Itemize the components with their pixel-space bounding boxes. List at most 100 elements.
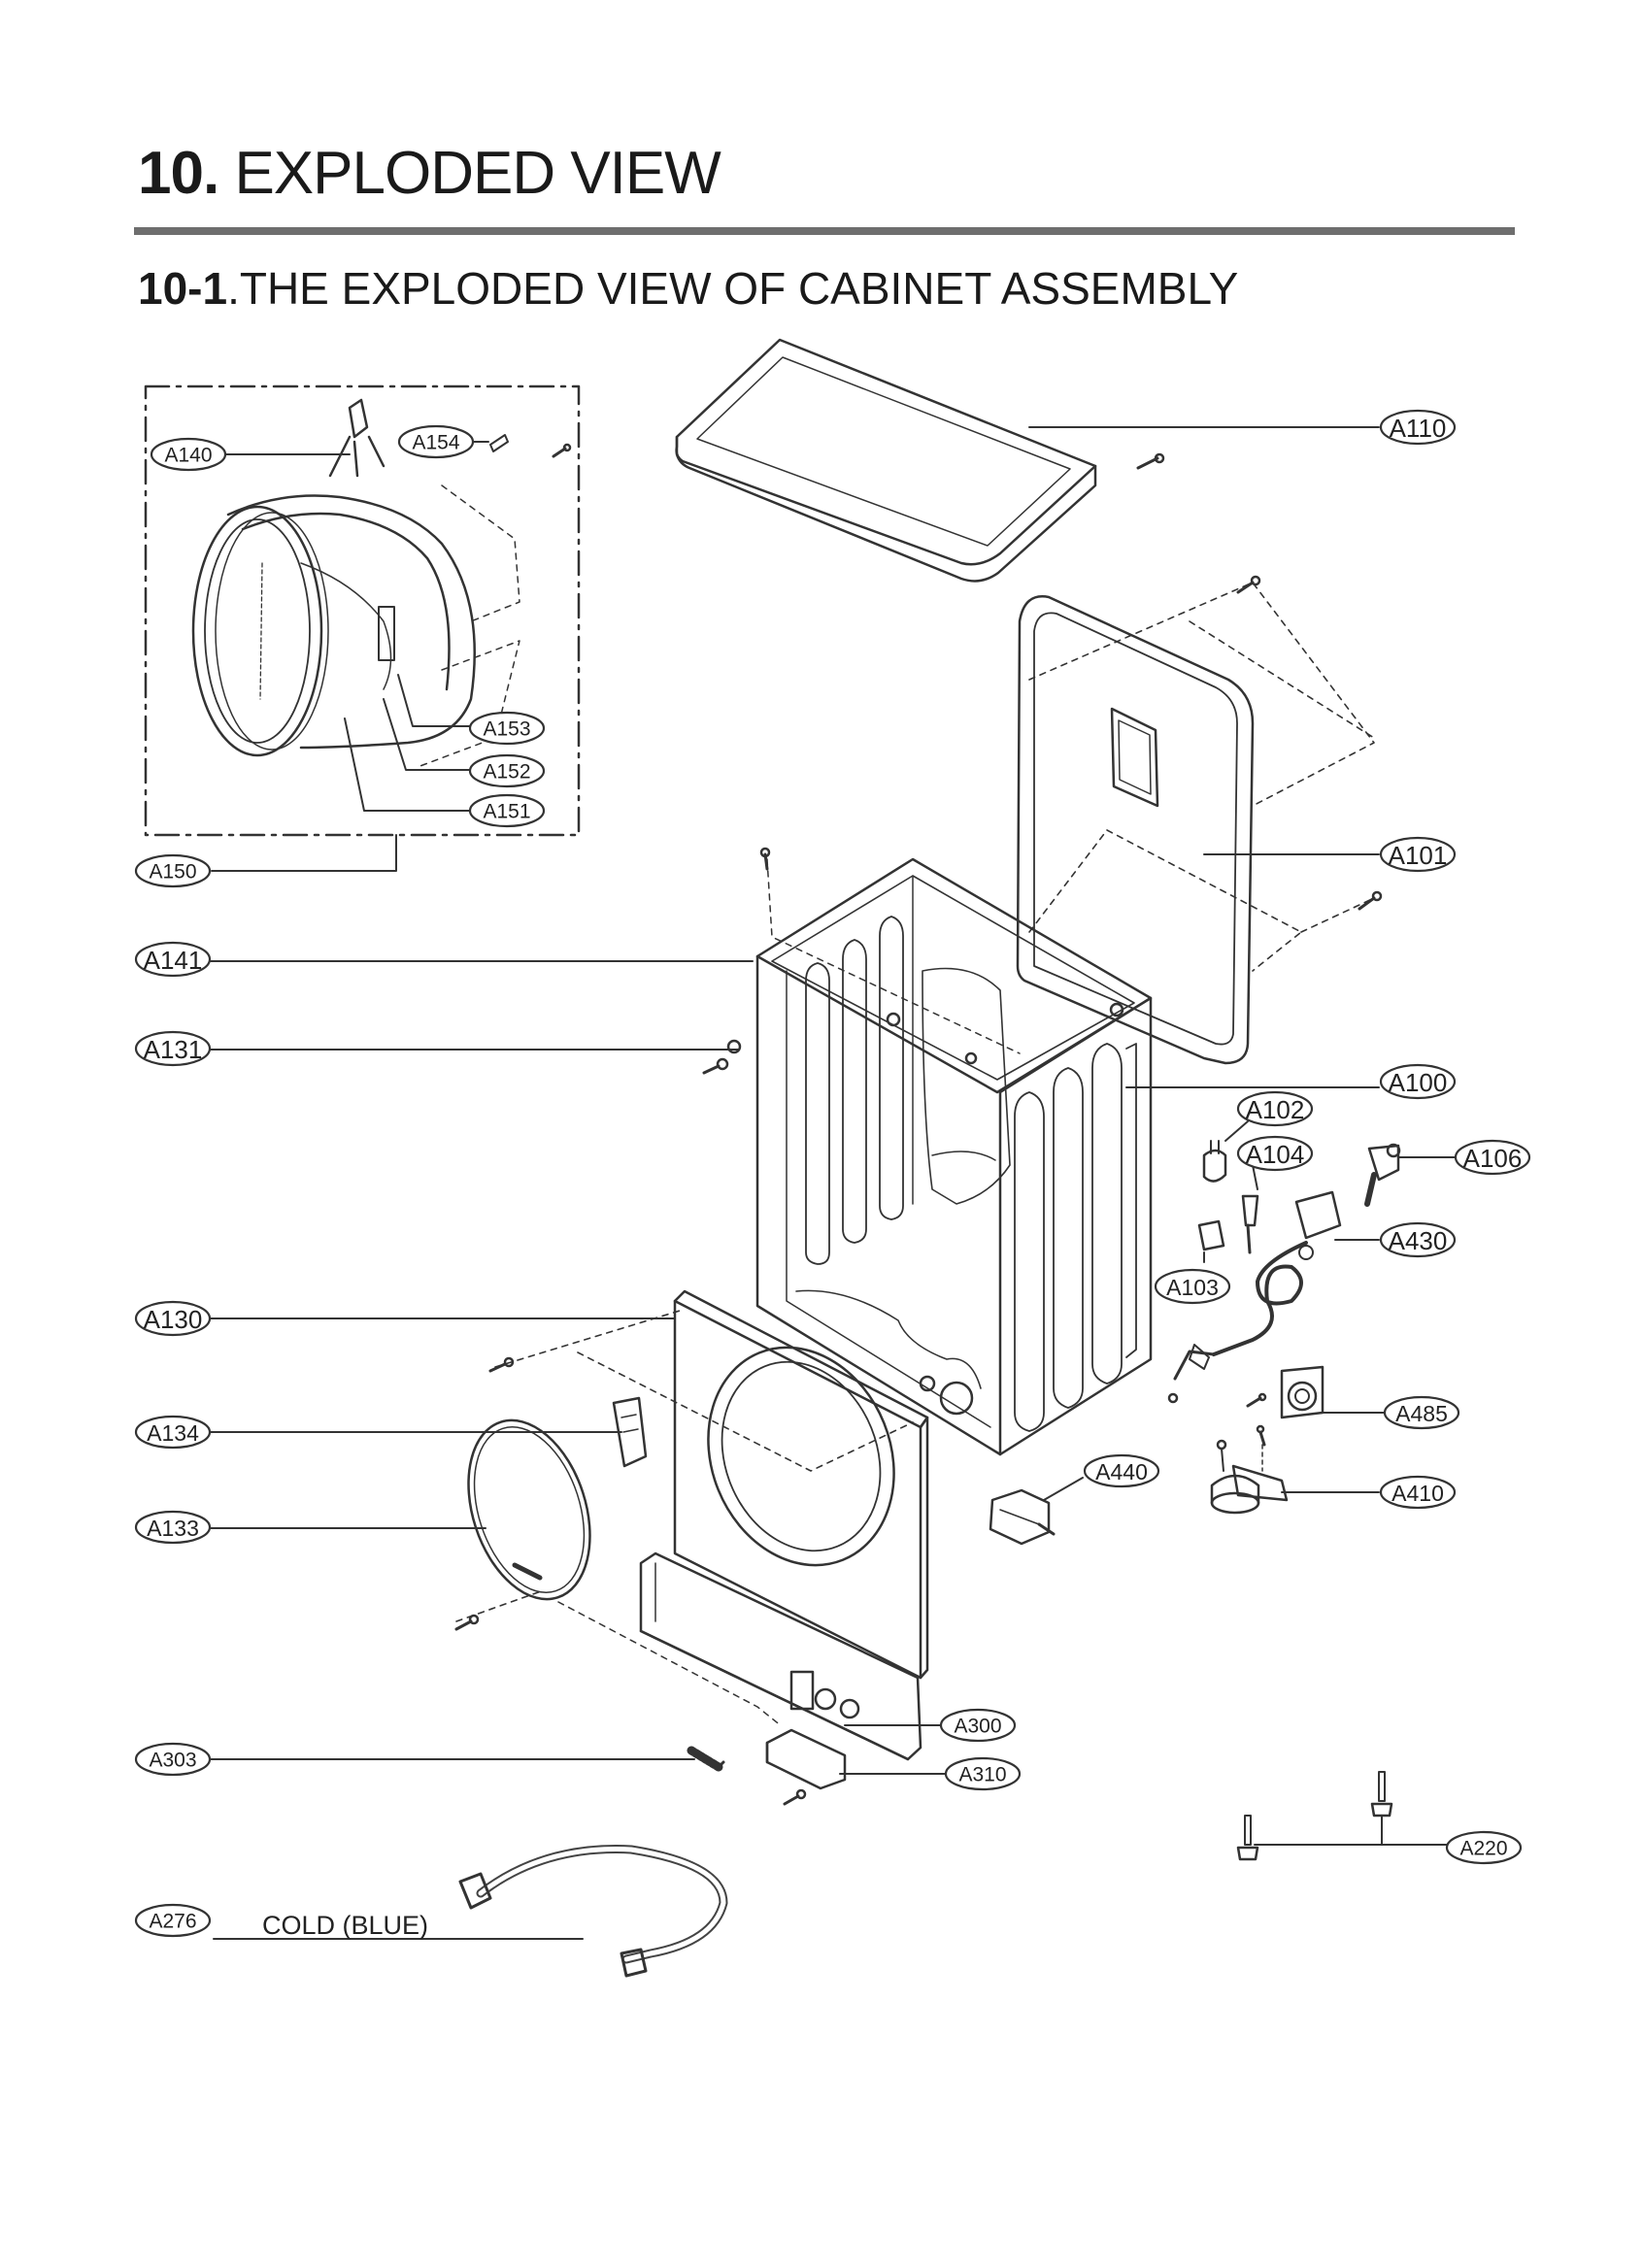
callout-a153: A153 [483, 718, 530, 741]
leader-a152 [383, 698, 477, 771]
hose-label: COLD (BLUE) [262, 1911, 428, 1940]
bracket-a310 [765, 1728, 847, 1790]
callout-a106: A106 [1463, 1144, 1523, 1173]
section-title: 10-1.THE EXPLODED VIEW OF CABINET ASSEMB… [138, 266, 1238, 311]
callout-a100-oval [1379, 1063, 1457, 1100]
rear-panel-dashes [1028, 582, 1375, 972]
drain-pump-a410 [1210, 1439, 1289, 1515]
screw-a485 [1246, 1392, 1267, 1408]
screw-a410 [1256, 1424, 1266, 1447]
callout-a154-oval [397, 424, 475, 459]
cover-a134 [612, 1396, 648, 1468]
pressure-switch-a102 [1202, 1140, 1227, 1183]
leader-a220 [1254, 1815, 1383, 1846]
callout-a154: A154 [412, 432, 459, 454]
door-hinge [328, 398, 386, 478]
callout-a100: A100 [1389, 1068, 1448, 1097]
chapter-number: 10. [138, 140, 219, 207]
valve-a106 [1364, 1143, 1401, 1207]
callout-a440-oval [1083, 1453, 1160, 1488]
callout-a130-oval [134, 1300, 212, 1337]
callout-a131: A131 [144, 1035, 203, 1064]
callout-a103: A103 [1166, 1275, 1219, 1300]
callout-a300: A300 [954, 1716, 1001, 1738]
foot-left [1236, 1815, 1259, 1861]
leader-a104 [1252, 1164, 1258, 1190]
callout-a140-oval [150, 437, 227, 472]
callout-a152-oval [468, 753, 546, 788]
hinge-pin [489, 434, 509, 452]
page-title: 10. EXPLODED VIEW [138, 144, 721, 204]
cabinet-body [755, 857, 1153, 1456]
callout-a103-oval [1154, 1268, 1231, 1305]
frame-dashes [766, 858, 1021, 1054]
callout-a110: A110 [1390, 414, 1447, 443]
callout-a151-oval [468, 793, 546, 828]
callout-a130: A130 [144, 1305, 203, 1334]
callout-a150: A150 [149, 861, 196, 884]
front-panel [673, 1289, 929, 1680]
door-screw [552, 443, 572, 458]
callout-a485-oval [1383, 1395, 1460, 1430]
callout-a300-oval [939, 1708, 1017, 1743]
callout-a151: A151 [483, 801, 530, 823]
callout-a101: A101 [1389, 841, 1448, 870]
front-panel-dashes [455, 1310, 914, 1622]
section-number: 10-1 [138, 263, 228, 314]
control-panel-dashes [557, 1601, 783, 1727]
clip-a103 [1197, 1219, 1225, 1251]
screw-rear-top [1236, 575, 1261, 594]
door-dashes [417, 484, 520, 768]
callout-a310: A310 [958, 1764, 1006, 1786]
screw-front [488, 1356, 515, 1373]
control-panel [639, 1551, 922, 1761]
callout-a220: A220 [1459, 1838, 1507, 1860]
callout-a104-oval [1236, 1135, 1314, 1172]
sensor-a104 [1241, 1194, 1259, 1254]
screw-gasket [454, 1614, 480, 1631]
callout-a106-oval [1454, 1139, 1531, 1176]
callout-a101-oval [1379, 836, 1457, 873]
callout-a430-oval [1379, 1221, 1457, 1258]
section-title-text: .THE EXPLODED VIEW OF CABINET ASSEMBLY [227, 263, 1239, 314]
screw-rear-bottom [1358, 890, 1383, 911]
callout-a133: A133 [147, 1516, 199, 1541]
callout-a276-oval [134, 1903, 212, 1938]
callout-a102: A102 [1246, 1095, 1305, 1124]
door-assembly [191, 494, 476, 757]
callout-a152: A152 [483, 761, 530, 784]
inlet-hose [458, 1845, 728, 1978]
door-assembly-frame [144, 384, 581, 837]
screw-a131 [702, 1039, 742, 1075]
leader-a153 [397, 674, 477, 727]
top-plate [675, 338, 1097, 583]
door-lock-a440 [989, 1488, 1056, 1546]
callout-a140: A140 [164, 445, 212, 467]
door-assembly-leader [211, 834, 397, 872]
rear-panel [1016, 595, 1255, 1065]
spring-a303 [687, 1746, 725, 1772]
callout-a303-oval [134, 1742, 212, 1777]
callout-a220-oval [1445, 1830, 1523, 1865]
callout-a430: A430 [1389, 1226, 1448, 1255]
screw-top [1136, 452, 1165, 470]
callout-a153-oval [468, 711, 546, 746]
leader-a151 [344, 717, 477, 812]
callout-a410: A410 [1392, 1481, 1444, 1506]
callout-a303: A303 [149, 1750, 196, 1772]
power-cord [1167, 1190, 1342, 1404]
callout-a410-oval [1379, 1475, 1457, 1510]
gasket-ring [467, 1418, 591, 1601]
callout-a440: A440 [1095, 1459, 1148, 1484]
screw-frame [759, 847, 771, 871]
callout-a134: A134 [147, 1420, 199, 1446]
callout-a104: A104 [1246, 1140, 1305, 1169]
screw-bracket [783, 1788, 807, 1806]
callout-a141: A141 [144, 946, 203, 975]
title-divider [134, 227, 1515, 235]
callout-a150-oval [134, 853, 212, 888]
callout-a141-oval [134, 941, 212, 978]
chapter-title: EXPLODED VIEW [234, 140, 721, 207]
callout-a485: A485 [1395, 1401, 1448, 1426]
